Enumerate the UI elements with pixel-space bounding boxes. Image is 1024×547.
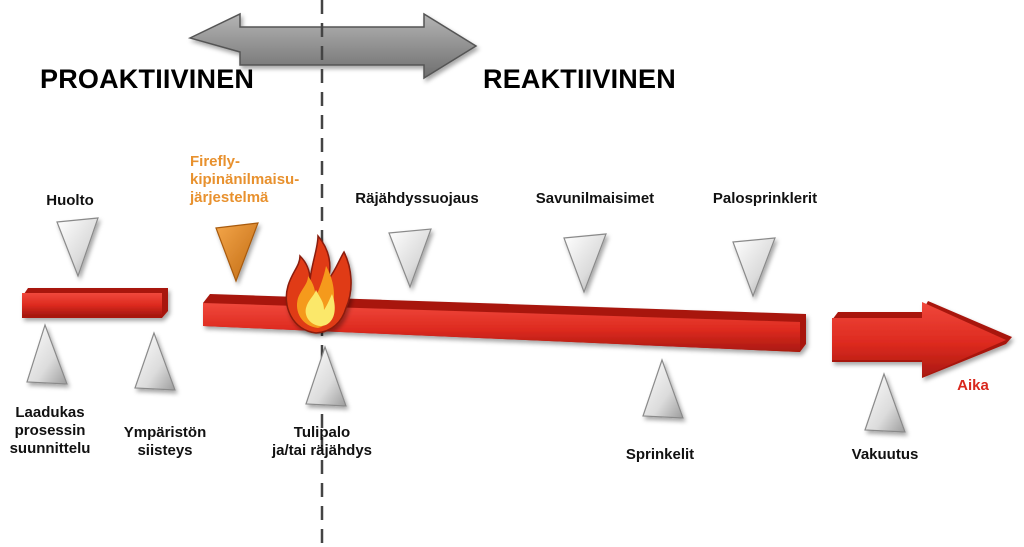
reactive-heading: REAKTIIVINEN [483,64,676,94]
marker-firefly [215,222,259,283]
marker-sprinklers [642,358,684,419]
marker-fire-sprinklers [732,237,776,298]
marker-fire-explosion [305,345,347,407]
marker-housekeeping [134,331,176,391]
marker-maintenance [56,217,99,278]
label-explosion-protection: Räjähdyssuojaus [355,190,479,207]
label-firefly: Firefly- kipinänilmaisu- järjestelmä [190,153,300,206]
timeline-bar-main [203,294,806,352]
label-smoke-detectors: Savunilmaisimet [535,190,655,207]
time-label: Aika [957,377,989,394]
label-fire-sprinklers: Palosprinklerit [712,190,818,207]
marker-quality-design [26,323,68,385]
marker-insurance [864,372,906,433]
timeline-bar-left [22,288,168,318]
marker-smoke-detectors [563,233,607,294]
marker-explosion-protection [388,228,432,289]
label-quality-design: Laadukas prosessin suunnittelu [9,404,91,457]
label-insurance: Vakuutus [851,446,919,463]
label-housekeeping: Ympäristön siisteys [123,424,207,459]
proactive-heading: PROAKTIIVINEN [40,64,255,94]
label-maintenance: Huolto [46,192,94,209]
label-fire-explosion: Tulipalo ja/tai räjähdys [271,424,373,459]
fire-icon [285,233,352,334]
double-arrow-icon [187,12,478,80]
timeline-arrow-icon [832,301,1012,378]
label-sprinklers: Sprinkelit [625,446,695,463]
